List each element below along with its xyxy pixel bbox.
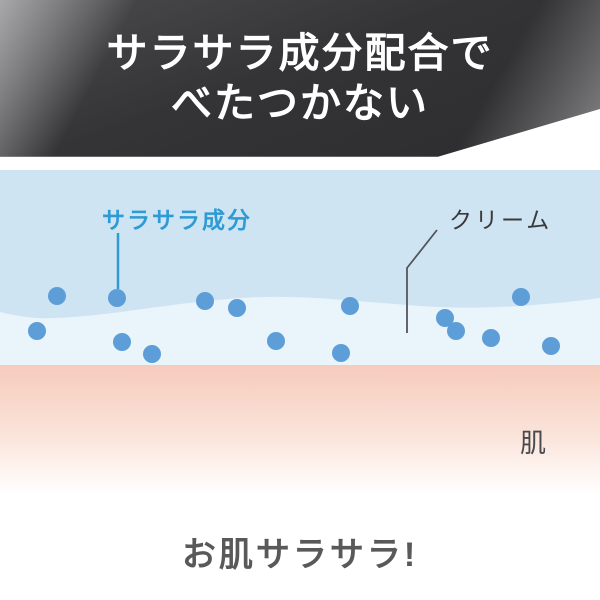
- banner-title-line1: サラサラ成分配合で: [106, 30, 494, 76]
- header-banner: サラサラ成分配合で べたつかない: [0, 0, 600, 157]
- ingredient-label: サラサラ成分: [102, 207, 252, 233]
- skin-layer: [0, 365, 600, 495]
- cream-label: クリーム: [449, 207, 553, 233]
- footer-slogan: お肌サラサラ!: [181, 536, 419, 574]
- skin-label: 肌: [520, 428, 547, 458]
- cream-layer: [0, 170, 600, 319]
- banner-title-line2: べたつかない: [171, 80, 429, 126]
